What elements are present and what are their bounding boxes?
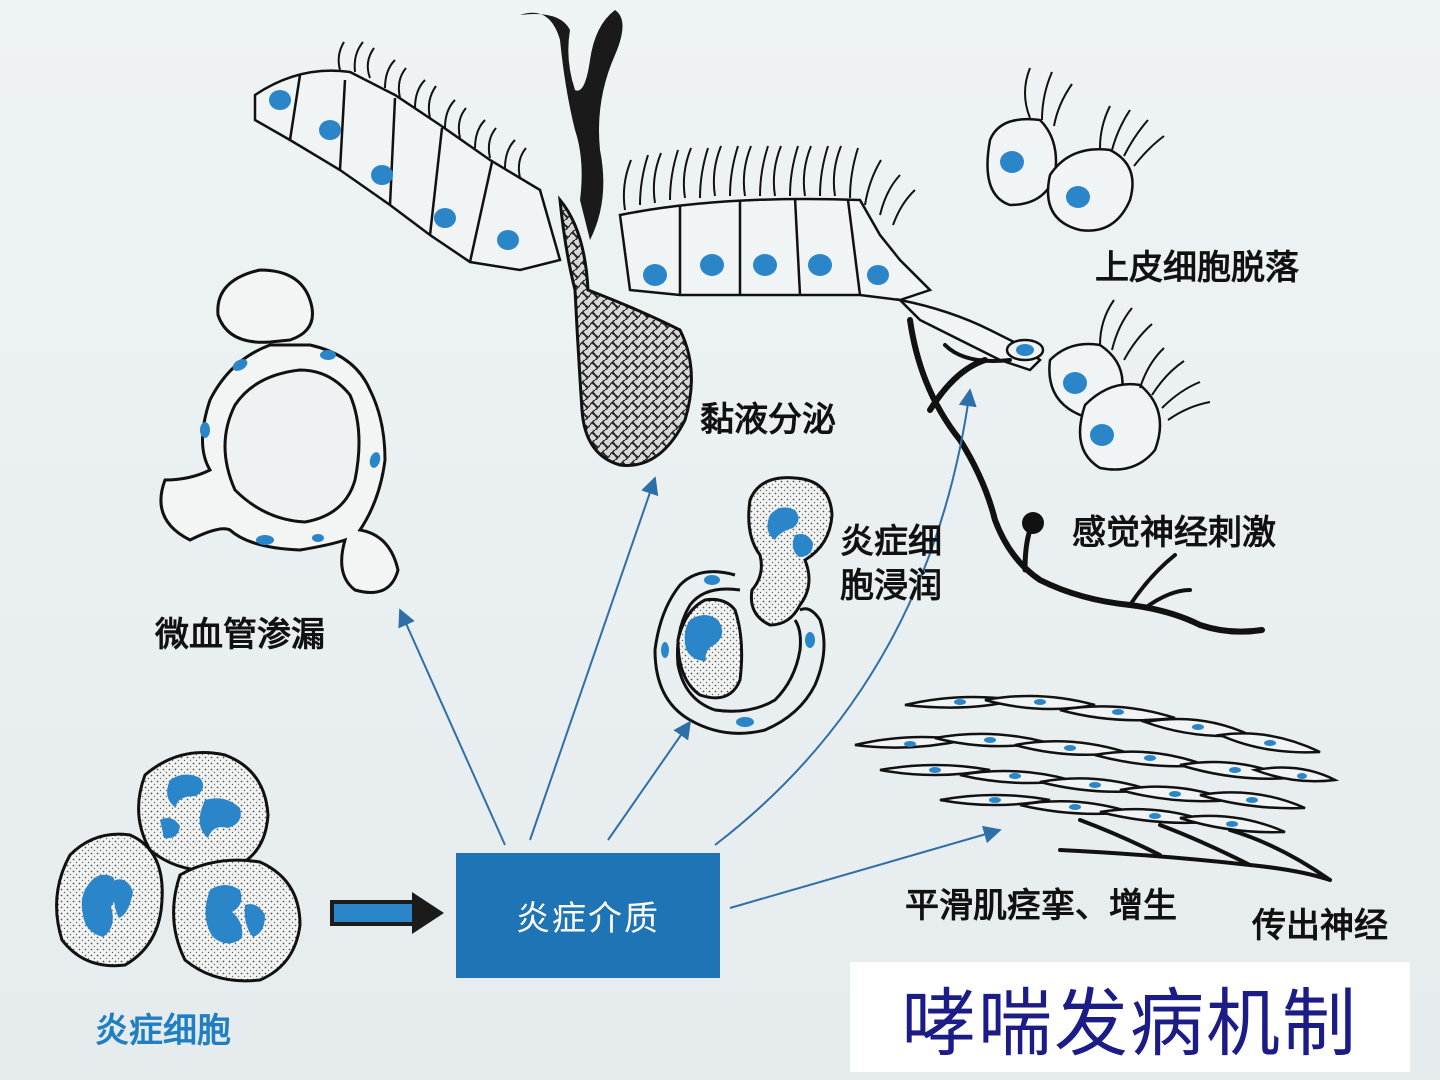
- label-epithelial-shedding: 上皮细胞脱落: [1095, 248, 1299, 288]
- shed-nuclei-lower: [1063, 372, 1114, 446]
- cilia-middle: [622, 145, 916, 226]
- page-title: 哮喘发病机制: [902, 980, 1358, 1067]
- label-inflammatory-cells: 炎症细胞: [95, 1011, 231, 1051]
- shed-cells-top: [986, 117, 1134, 232]
- mediator-label: 炎症介质: [516, 899, 660, 939]
- microvessel-nuclei: [200, 350, 381, 545]
- cilia-left: [337, 41, 527, 179]
- nerve-ending: [1022, 512, 1044, 534]
- arrow-to-nerve: [714, 388, 977, 846]
- nucleus-right-small: [1016, 344, 1034, 356]
- nuclei-middle: [643, 254, 889, 286]
- label-smooth-muscle: 平滑肌痉挛、增生: [905, 886, 1177, 926]
- label-sensory-nerve: 感觉神经刺激: [1072, 513, 1276, 553]
- label-cell-infiltration: 炎症细 胞浸润: [840, 520, 942, 608]
- label-mucus-secretion: 黏液分泌: [700, 400, 836, 440]
- label-infiltration-line1: 炎症细: [840, 522, 942, 562]
- infiltration-nuclei: [661, 507, 815, 727]
- nuclei-left: [269, 90, 519, 250]
- microvessel: [159, 268, 400, 594]
- smooth-muscle: [854, 694, 1340, 834]
- label-infiltration-line2: 胞浸润: [840, 566, 942, 606]
- arrow-to-muscle: [729, 825, 1002, 909]
- shed-nuclei-top: [1000, 151, 1090, 208]
- mediator-box: 炎症介质: [456, 853, 720, 978]
- arrows: [398, 388, 1002, 909]
- epithelium-middle: [618, 197, 933, 302]
- shed-cells-lower: [1048, 342, 1162, 471]
- cells-to-mediator-arrow: [330, 892, 444, 934]
- efferent-nerve: [1058, 818, 1332, 882]
- shed-cilia-lower: [1099, 299, 1211, 421]
- inflammatory-nuclei: [81, 774, 265, 944]
- label-efferent-nerve: 传出神经: [1252, 906, 1388, 946]
- sensory-nerve: [907, 317, 1265, 635]
- shed-cilia-top: [1024, 67, 1165, 167]
- label-microvascular-leakage: 微血管渗漏: [155, 615, 325, 655]
- title-box: 哮喘发病机制: [850, 962, 1410, 1072]
- mucus-plume: [520, 10, 693, 467]
- arrow-to-leak: [398, 608, 506, 846]
- infiltration-vessel: [653, 476, 834, 735]
- arrow-to-mucus: [529, 476, 659, 841]
- arrow-to-infiltration: [607, 720, 692, 841]
- smooth-muscle-nuclei: [904, 699, 1307, 827]
